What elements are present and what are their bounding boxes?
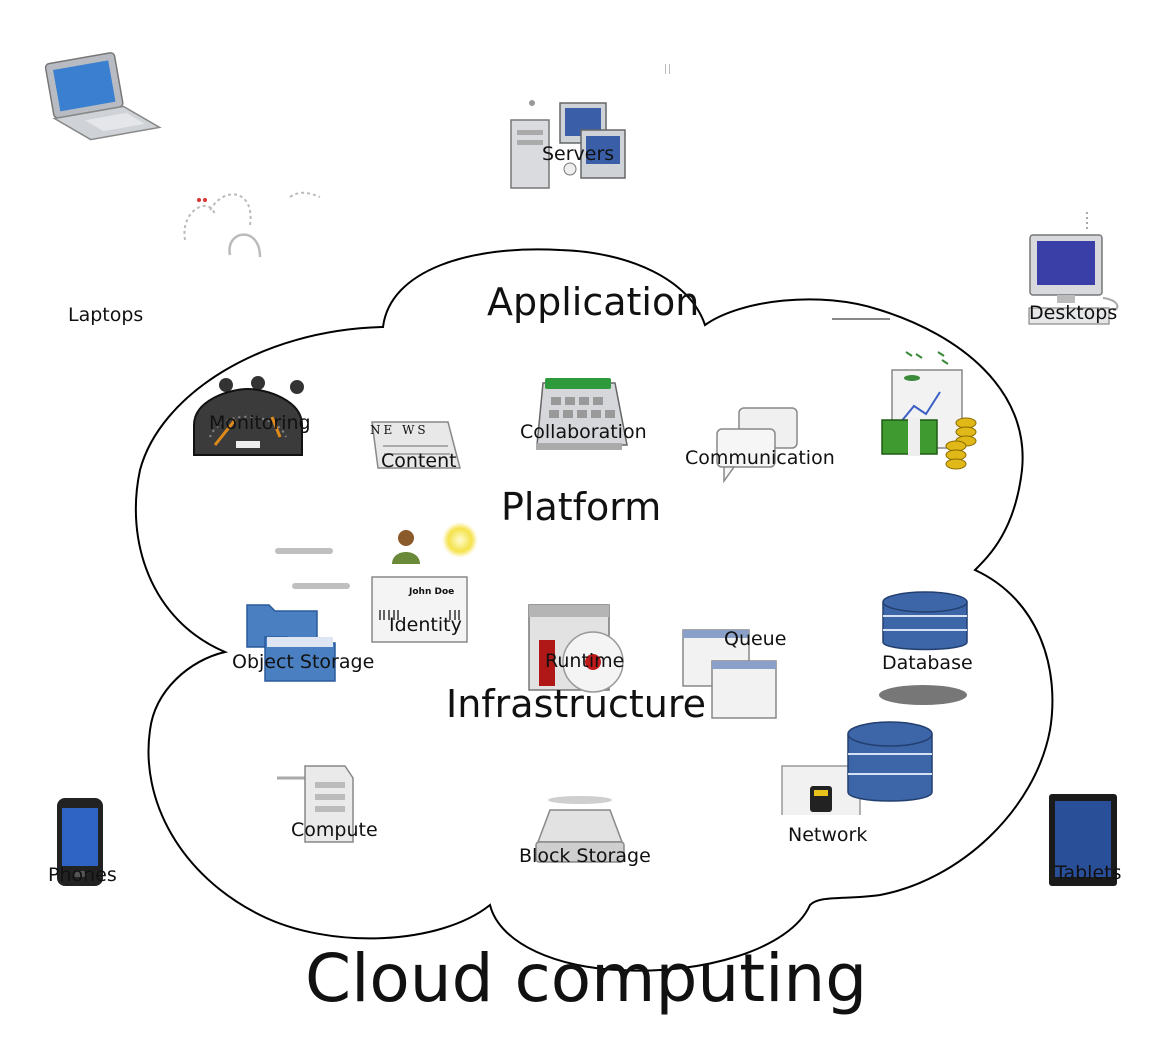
newspaper-icon [371,421,461,469]
sun-glow-icon [442,522,478,558]
newspaper-masthead: NE WS [370,423,429,437]
connector-decoration [183,191,321,258]
object-storage-label: Object Storage [232,651,375,673]
blur-line-decoration [292,583,350,589]
tablets-label: Tablets [1055,862,1122,884]
laptop-icon [44,52,162,141]
runtime-label: Runtime [545,650,625,672]
desktops-label: Desktops [1029,302,1118,324]
id-card-icon [371,576,468,643]
diagram-title: Cloud computing [305,940,868,1017]
desktop-icon [1028,212,1119,325]
compute-label: Compute [291,819,378,841]
database-icon [879,591,968,705]
layer-application: Application [487,280,700,324]
chat-bubbles-icon [716,407,798,484]
queue-windows-icon [682,629,777,719]
runtime-icon [528,604,624,693]
calendar-icon [536,378,628,450]
phones-label: Phones [48,864,117,886]
monitoring-label: Monitoring [209,412,311,434]
queue-label: Queue [724,628,787,650]
blur-line-decoration [275,548,333,554]
id-card-name: John Doe [409,587,455,597]
servers-icon [510,100,626,189]
speedometer-icon [193,376,304,456]
laptops-label: Laptops [68,304,144,326]
divider-line [832,318,890,320]
tiny-mark [665,64,670,74]
identity-label: Identity [389,614,462,636]
network-socket-icon [781,721,933,815]
servers-label: Servers [542,143,615,165]
block-storage-label: Block Storage [519,845,651,867]
folder-icon [246,604,336,682]
tablet-icon [1049,794,1117,886]
finance-chart-icon [881,351,977,470]
user-icon [392,530,420,564]
hard-drive-icon [535,796,625,863]
phone-icon [57,798,103,886]
layer-infrastructure: Infrastructure [446,682,707,726]
network-label: Network [788,824,868,846]
content-label: Content [381,450,457,472]
communication-label: Communication [685,447,835,469]
layer-platform: Platform [501,485,662,529]
compute-server-icon [277,765,354,843]
database-label: Database [882,652,973,674]
collaboration-label: Collaboration [520,421,647,443]
